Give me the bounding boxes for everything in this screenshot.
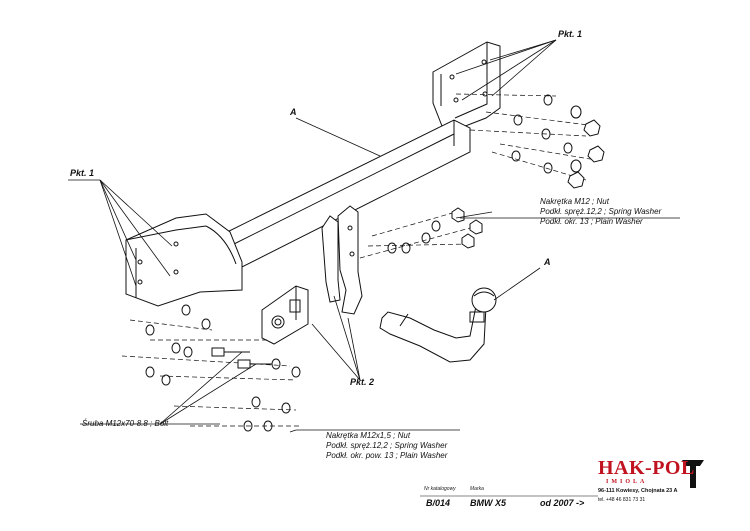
bolt-note: Śruba M12x70-8.8 ; Bolt <box>82 419 169 428</box>
pkt1-left-label: Pkt. 1 <box>70 168 95 178</box>
catalog-number-header: Nr katalogowy <box>424 486 456 492</box>
center-hanger-brackets <box>321 205 363 315</box>
note-top-line2: Podkł. spręż.12,2 ; Spring Washer <box>540 207 662 216</box>
brand-name: HAK-POL <box>598 457 695 479</box>
a-ball-label: A <box>544 257 551 267</box>
brand-subtitle: IMIOLA <box>606 479 648 485</box>
brand-phone: tel. +48 46 831 73 31 <box>598 497 646 503</box>
note-top-line3: Podkł. okr. 13 ; Plain Washer <box>540 217 643 226</box>
brand-address: 96-111 Kowiesy, Chojnata 23 A <box>598 488 678 494</box>
right-mounting-bracket <box>432 41 501 131</box>
leader-lines <box>68 39 680 433</box>
left-mounting-bracket <box>125 213 243 307</box>
pkt1-top-label: Pkt. 1 <box>558 29 583 39</box>
note-bottom-line3: Podkł. okr. pow. 13 ; Plain Washer <box>326 451 448 460</box>
hardware-parts <box>145 94 605 432</box>
note-bottom-line1: Nakrętka M12x1,5 ; Nut <box>326 431 411 440</box>
make-header: Marka <box>470 486 484 492</box>
socket-plate <box>261 285 309 345</box>
hakpol-logo-mark <box>682 460 704 488</box>
note-top-line1: Nakrętka M12 ; Nut <box>540 197 609 206</box>
year-value: od 2007 -> <box>540 498 585 508</box>
catalog-number-value: B/014 <box>426 498 451 508</box>
tow-ball-neck <box>379 287 497 363</box>
note-bottom-line2: Podkł. spręż.12,2 ; Spring Washer <box>326 441 448 450</box>
a-bar-label: A <box>290 107 297 117</box>
pkt2-label: Pkt. 2 <box>350 377 375 387</box>
make-value: BMW X5 <box>470 498 506 508</box>
